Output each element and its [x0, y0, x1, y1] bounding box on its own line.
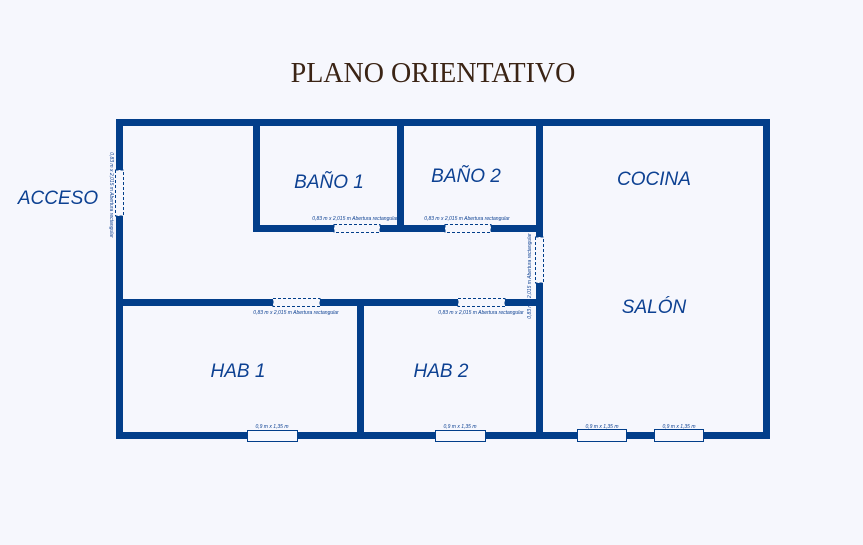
wall-left [116, 119, 123, 439]
wall-bano1-left [253, 119, 260, 231]
door-hab1 [272, 298, 321, 307]
plan-title: PLANO ORIENTATIVO [291, 58, 576, 89]
door-salon [535, 236, 544, 284]
room-hab1: HAB 1 [211, 361, 266, 382]
wall-banos-divider [397, 119, 404, 231]
door-label-hab1: 0,83 m x 2,015 m Abertura rectangular [253, 310, 339, 316]
window-salon-2 [654, 429, 704, 442]
dimension-labels: 0,83 m x 2,015 m Abertura rectangular 0,… [108, 152, 696, 430]
door-bano2 [444, 224, 492, 233]
window-salon-1 [577, 429, 627, 442]
room-hab2: HAB 2 [414, 361, 469, 382]
door-label-bano2: 0,83 m x 2,015 m Abertura rectangular [424, 216, 510, 222]
room-cocina: COCINA [617, 169, 691, 190]
doors [115, 169, 544, 307]
door-label-salon: 0,83 m x 2,015 m Abertura rectangular [527, 233, 533, 319]
window-hab1 [247, 430, 298, 442]
room-bano1: BAÑO 1 [294, 171, 364, 193]
door-acceso [115, 169, 124, 217]
window-hab2 [435, 430, 486, 442]
wall-top [116, 119, 770, 126]
door-hab2 [457, 298, 506, 307]
window-label-hab2: 0,9 m x 1,35 m [443, 424, 476, 430]
window-label-salon-2: 0,9 m x 1,35 m [662, 424, 695, 430]
wall-right [763, 119, 770, 439]
door-label-acceso: 0,83 m x 2,015 m Abertura rectangular [108, 152, 114, 238]
wall-habs-divider [357, 299, 364, 439]
door-label-bano1: 0,83 m x 2,015 m Abertura rectangular [312, 216, 398, 222]
wall-banos-bottom [253, 225, 543, 232]
window-label-salon-1: 0,9 m x 1,35 m [585, 424, 618, 430]
wall-habs-top [116, 299, 543, 306]
room-labels: ACCESO BAÑO 1 BAÑO 2 COCINA SALÓN HAB 1 … [17, 165, 691, 382]
room-salon: SALÓN [622, 296, 687, 318]
door-label-hab2: 0,83 m x 2,015 m Abertura rectangular [438, 310, 524, 316]
room-acceso: ACCESO [17, 188, 98, 209]
windows [247, 429, 704, 442]
door-bano1 [333, 224, 381, 233]
room-bano2: BAÑO 2 [431, 165, 501, 187]
window-label-hab1: 0,9 m x 1,35 m [255, 424, 288, 430]
